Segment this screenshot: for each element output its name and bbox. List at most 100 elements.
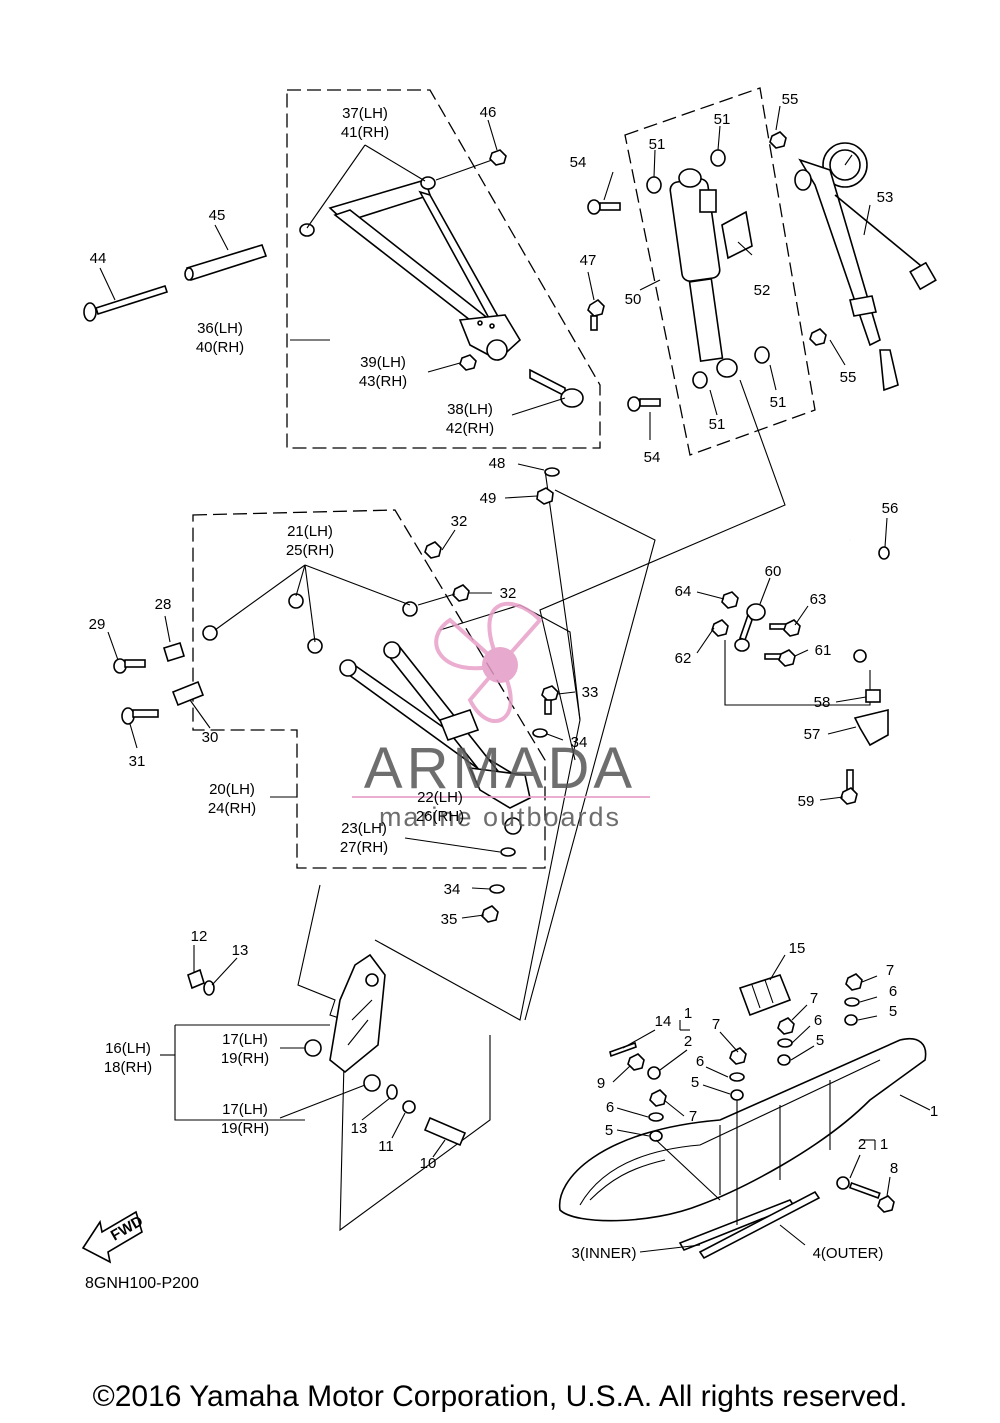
bushing-2b (836, 1176, 850, 1190)
callout-34a: 34 (571, 734, 588, 751)
callout-2b: 2 (858, 1136, 866, 1153)
nut-62 (711, 619, 729, 637)
shock-cover-52 (721, 210, 753, 260)
pin-14 (609, 1041, 637, 1058)
cable-56 (849, 539, 908, 663)
callout-17b: 17(LH) (222, 1101, 268, 1118)
bolt-8 (848, 1181, 895, 1213)
watermark-brand: ARMADA (364, 736, 636, 801)
callout-54a: 54 (570, 154, 587, 171)
callout-61: 61 (815, 642, 832, 659)
callout-51d: 51 (770, 394, 787, 411)
callout-53: 53 (877, 189, 894, 206)
nut-32-b (452, 584, 470, 602)
lower-a-arm (339, 641, 531, 809)
callout-30: 30 (202, 729, 219, 746)
washer-13-b (386, 1084, 398, 1100)
callout-49: 49 (480, 490, 497, 507)
leader-lines (99, 105, 931, 1253)
callout-13b: 13 (351, 1120, 368, 1137)
spindle-outline (297, 884, 491, 1232)
watermark-tagline: marine outboards (379, 802, 621, 832)
callout-4: 4(OUTER) (813, 1245, 884, 1262)
callout-45: 45 (209, 207, 226, 224)
bolt-33 (541, 685, 559, 715)
callout-59: 59 (798, 793, 815, 810)
callout-24: 24(RH) (208, 800, 256, 817)
callout-16: 16(LH) (105, 1040, 151, 1057)
callout-51b: 51 (714, 111, 731, 128)
callout-51a: 51 (649, 136, 666, 153)
callout-39: 39(LH) (360, 354, 406, 371)
washer-48 (544, 467, 560, 477)
callout-20: 20(LH) (209, 781, 255, 798)
callout-32a: 32 (451, 513, 468, 530)
callout-1a: 1 (684, 1005, 692, 1022)
bushing-51-a (646, 176, 662, 194)
nut-7-d (845, 973, 863, 991)
callout-33: 33 (582, 684, 599, 701)
callout-40: 40(RH) (196, 339, 244, 356)
lower-arm-assembly-outline (192, 509, 546, 869)
callout-47: 47 (580, 252, 597, 269)
callout-62: 62 (675, 650, 692, 667)
callout-5b: 5 (605, 1122, 613, 1139)
bolt-31 (121, 707, 159, 725)
callout-3: 3(INNER) (571, 1245, 636, 1262)
callout-55a: 55 (782, 91, 799, 108)
washer-34-a (532, 728, 548, 738)
upper-a-arm (328, 179, 522, 361)
callout-25: 25(RH) (286, 542, 334, 559)
callout-11: 11 (378, 1138, 394, 1155)
callout-7b: 7 (689, 1108, 697, 1125)
callout-41: 41(RH) (341, 124, 389, 141)
callout-5a: 5 (691, 1074, 699, 1091)
washer-5-b (649, 1130, 663, 1142)
tie-rod-end-60 (734, 603, 766, 652)
callout-7d: 7 (886, 962, 894, 979)
tie-rod-end-group (724, 640, 871, 706)
shaft-10 (423, 1116, 467, 1147)
collar-30 (171, 680, 205, 707)
callout-34b: 34 (444, 881, 461, 898)
bushing-11 (402, 1100, 416, 1114)
bolt-47 (587, 298, 605, 331)
callout-42: 42(RH) (446, 420, 494, 437)
copyright-notice: ©2016 Yamaha Motor Corporation, U.S.A. A… (92, 1380, 908, 1413)
callout-7c: 7 (810, 990, 818, 1007)
bracket-57 (853, 708, 889, 747)
callout-13a: 13 (232, 942, 249, 959)
nut-35 (481, 905, 499, 923)
bushing-17-b (363, 1074, 381, 1092)
callout-21: 21(LH) (287, 523, 333, 540)
callout-19a: 19(RH) (221, 1050, 269, 1067)
callout-12: 12 (191, 928, 208, 945)
callout-23: 23(LH) (341, 820, 387, 837)
shock-absorber-50 (669, 168, 738, 378)
upper-arm-bushing-37 (420, 176, 436, 190)
callout-38: 38(LH) (447, 401, 493, 418)
ball-joint-22 (504, 817, 522, 835)
callout-60: 60 (765, 563, 782, 580)
damper-15 (738, 974, 792, 1017)
nut-32-a (424, 541, 442, 559)
nut-39 (459, 354, 477, 371)
callout-36: 36(LH) (197, 320, 243, 337)
washer-6-b (648, 1112, 664, 1122)
callout-51c: 51 (709, 416, 726, 433)
callout-31: 31 (129, 753, 146, 770)
bolt-59 (840, 769, 858, 805)
callout-5d: 5 (889, 1003, 897, 1020)
callout-6b: 6 (606, 1099, 614, 1116)
callout-1c: 1 (880, 1136, 888, 1153)
callout-56: 56 (882, 500, 899, 517)
callout-6d: 6 (889, 983, 897, 1000)
fwd-arrow-icon: FWD (81, 1210, 146, 1264)
washer-6-c (777, 1038, 793, 1048)
runner-4-outer (698, 1190, 821, 1260)
callout-6c: 6 (814, 1012, 822, 1029)
diagram-code: 8GNH100-P200 (85, 1275, 199, 1292)
callout-27: 27(RH) (340, 839, 388, 856)
callout-58: 58 (814, 694, 831, 711)
